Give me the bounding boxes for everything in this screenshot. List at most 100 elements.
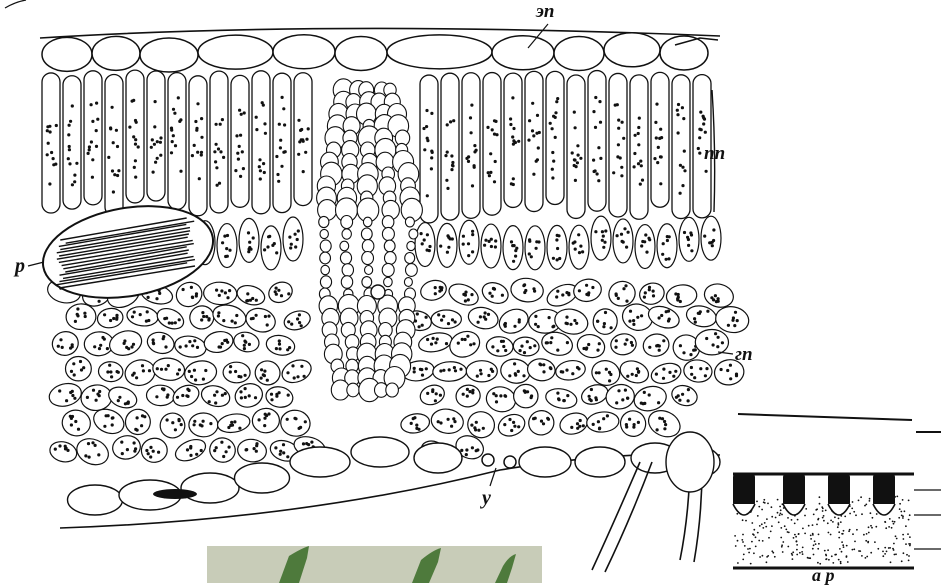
chloroplast [596, 172, 599, 175]
chloroplast [255, 299, 258, 302]
palisade-cell [105, 74, 123, 216]
chloroplast [625, 338, 628, 341]
chloroplast [471, 391, 474, 394]
chloroplast [674, 370, 677, 373]
chloroplast [68, 148, 71, 151]
chloroplast [528, 119, 531, 122]
chloroplast [179, 170, 182, 173]
chloroplast [698, 136, 701, 139]
chloroplast [291, 364, 294, 367]
chloroplast [280, 294, 283, 297]
chloroplast [262, 162, 265, 165]
chloroplast [134, 138, 137, 141]
chloroplast [620, 233, 623, 236]
chloroplast [287, 394, 290, 397]
chloroplast [223, 235, 226, 238]
chloroplast [475, 149, 478, 152]
chloroplast [244, 396, 247, 399]
chloroplast [473, 164, 476, 167]
chloroplast [103, 313, 106, 316]
chloroplast [657, 146, 660, 149]
chloroplast [279, 453, 282, 456]
chloroplast [549, 122, 552, 125]
chloroplast [417, 428, 420, 431]
spongy-cell [557, 410, 590, 438]
chloroplast [702, 122, 705, 125]
chloroplast [413, 367, 416, 370]
bundle-cell [382, 227, 394, 240]
chloroplast [93, 345, 96, 348]
spongy-cell [399, 412, 431, 436]
chloroplast [534, 315, 537, 318]
bundle-cell [340, 252, 351, 264]
chloroplast [666, 239, 669, 242]
chloroplast [465, 448, 468, 451]
chloroplast [224, 392, 227, 395]
chloroplast [54, 448, 57, 451]
chloroplast [65, 399, 68, 402]
chloroplast [68, 162, 71, 165]
stipple-dot [782, 551, 784, 553]
chloroplast [662, 377, 665, 380]
chloroplast [623, 227, 626, 230]
chloroplast [247, 250, 250, 253]
chloroplast [166, 396, 169, 399]
chloroplast [177, 96, 180, 99]
chloroplast [88, 456, 91, 459]
spongy-cell [145, 329, 176, 356]
stipple-dot [808, 525, 810, 527]
chloroplast [158, 292, 161, 295]
chloroplast [193, 420, 196, 423]
spongy-cell [172, 435, 209, 465]
chloroplast [531, 102, 534, 105]
chloroplast [446, 123, 449, 126]
stipple-dot [796, 549, 798, 551]
chloroplast [590, 388, 593, 391]
chloroplast [457, 342, 460, 345]
chloroplast [425, 367, 428, 370]
chloroplast [294, 245, 297, 248]
chloroplast [275, 155, 278, 158]
chloroplast [533, 344, 536, 347]
stipple-dot [812, 524, 814, 526]
upper-epidermal-cell [604, 33, 660, 67]
stipple-dot [877, 548, 879, 550]
chloroplast [632, 319, 635, 322]
chloroplast [729, 364, 732, 367]
chloroplast [290, 323, 293, 326]
spongy-cell [669, 382, 700, 408]
chloroplast [554, 136, 557, 139]
palisade-cell [210, 71, 228, 213]
chloroplast [502, 340, 505, 343]
stipple-dot [757, 532, 759, 534]
chloroplast [131, 100, 134, 103]
stipple-dot [869, 500, 871, 502]
chloroplast [434, 341, 437, 344]
chloroplast [168, 321, 171, 324]
chloroplast [622, 137, 625, 140]
stipple-dot [766, 561, 768, 563]
stipple-dot [902, 517, 904, 519]
chloroplast [563, 399, 566, 402]
chloroplast [697, 147, 700, 150]
chloroplast [240, 113, 243, 116]
bundle-cell [321, 265, 330, 274]
chloroplast [556, 349, 559, 352]
chloroplast [142, 369, 145, 372]
chloroplast [92, 389, 95, 392]
spongy-cell [418, 277, 448, 303]
chloroplast [234, 370, 237, 373]
chloroplast [215, 446, 218, 449]
chloroplast [163, 317, 166, 320]
chloroplast [134, 119, 137, 122]
chloroplast [263, 171, 266, 174]
chloroplast [245, 299, 248, 302]
chloroplast [446, 234, 449, 237]
chloroplast [282, 107, 285, 110]
chloroplast [612, 171, 615, 174]
chloroplast [605, 368, 608, 371]
stipple-dot [771, 516, 773, 518]
chloroplast [679, 192, 682, 195]
chloroplast [281, 96, 284, 99]
chloroplast [103, 338, 106, 341]
